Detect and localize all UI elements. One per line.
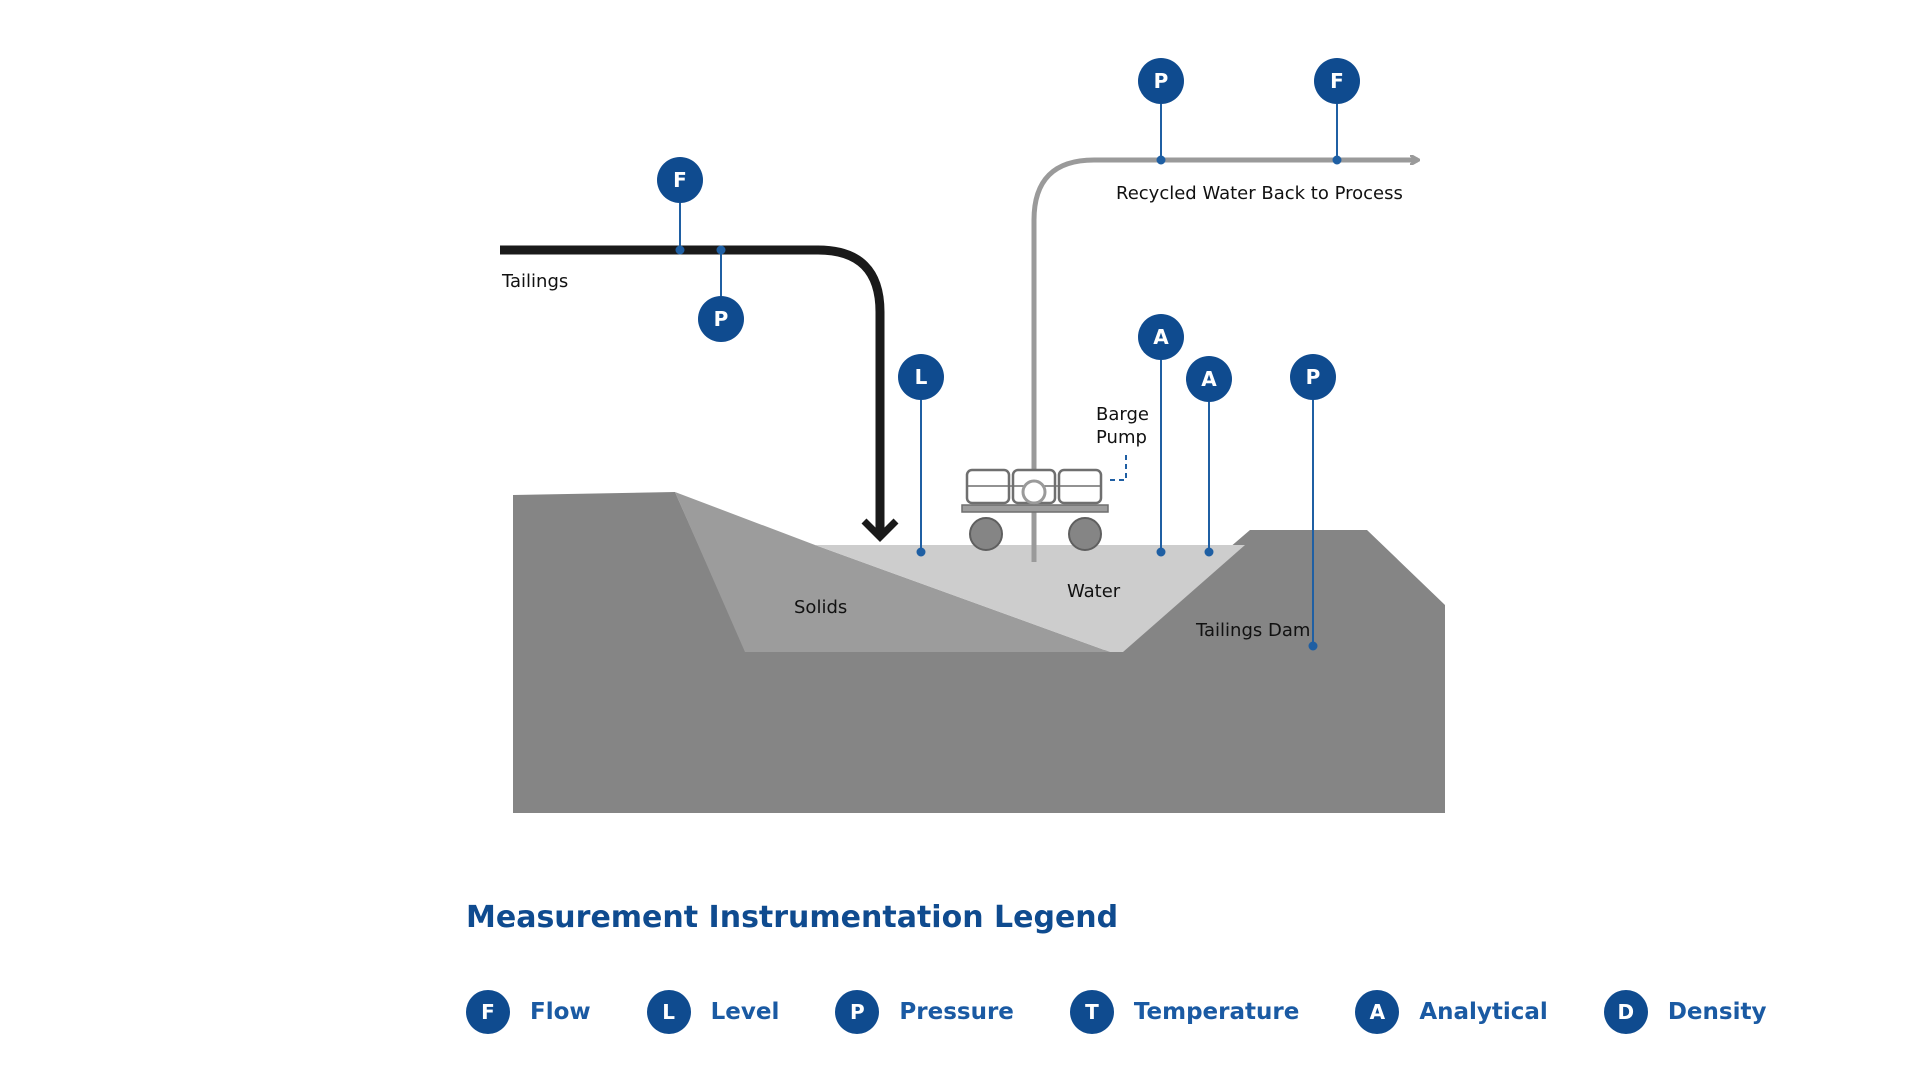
legend-item-level: L Level <box>646 990 780 1034</box>
barge-pump <box>961 468 1109 551</box>
solids-region <box>675 492 1110 652</box>
legend-item-pressure: P Pressure <box>835 990 1014 1034</box>
tailings-label: Tailings <box>501 271 568 292</box>
instrument-connectors <box>675 104 1342 651</box>
legend-label-analytical: Analytical <box>1419 999 1548 1025</box>
density-badge-icon: D <box>1603 990 1648 1034</box>
svg-text:A: A <box>1153 325 1169 349</box>
legend-label-pressure: Pressure <box>899 999 1014 1025</box>
svg-text:F: F <box>1330 69 1344 93</box>
svg-text:P: P <box>1154 69 1169 93</box>
pressure-badge-recycle: P <box>1138 58 1184 104</box>
legend-item-flow: F Flow <box>466 990 591 1034</box>
flow-badge-tailings: F <box>657 157 703 203</box>
recycle-pipe <box>1031 160 1418 562</box>
pressure-badge-tailings: P <box>698 296 744 342</box>
water-label: Water <box>1067 581 1121 602</box>
recycled-water-label: Recycled Water Back to Process <box>1116 183 1403 204</box>
legend-item-density: D Density <box>1603 990 1767 1034</box>
solids-label: Solids <box>794 597 847 618</box>
tailings-pipe-arrowhead <box>861 518 899 542</box>
legend-label-temperature: Temperature <box>1133 999 1300 1025</box>
temperature-badge-icon: T <box>1069 990 1114 1034</box>
water-region <box>815 545 1245 652</box>
level-badge-icon: L <box>646 990 691 1034</box>
flow-badge-icon: F <box>466 990 510 1034</box>
tailings-dam-label: Tailings Dam <box>1195 620 1310 641</box>
legend-label-density: Density <box>1667 999 1767 1025</box>
svg-text:A: A <box>1201 367 1217 391</box>
flow-badge-recycle: F <box>1314 58 1360 104</box>
pressure-badge-dam: P <box>1290 354 1336 400</box>
level-badge: L <box>898 354 944 400</box>
barge-pump-label-line1: Barge <box>1096 404 1149 425</box>
svg-text:P: P <box>714 307 729 331</box>
svg-text:F: F <box>673 168 687 192</box>
barge-pump-leader <box>1110 452 1127 481</box>
legend: F Flow L Level P Pressure T Temperature … <box>466 990 1822 1034</box>
svg-text:L: L <box>915 365 928 389</box>
barge-pump-label-line2: Pump <box>1096 427 1147 448</box>
pressure-badge-icon: P <box>835 990 880 1034</box>
legend-label-flow: Flow <box>530 999 591 1025</box>
analytical-badge-icon: A <box>1355 990 1400 1034</box>
legend-item-analytical: A Analytical <box>1355 990 1548 1034</box>
analytical-badge-2: A <box>1186 356 1232 402</box>
analytical-badge-1: A <box>1138 314 1184 360</box>
svg-text:P: P <box>1306 365 1321 389</box>
tailings-pipe <box>500 245 885 535</box>
legend-item-temperature: T Temperature <box>1069 990 1300 1034</box>
legend-label-level: Level <box>710 999 780 1025</box>
legend-title: Measurement Instrumentation Legend <box>466 900 1119 935</box>
